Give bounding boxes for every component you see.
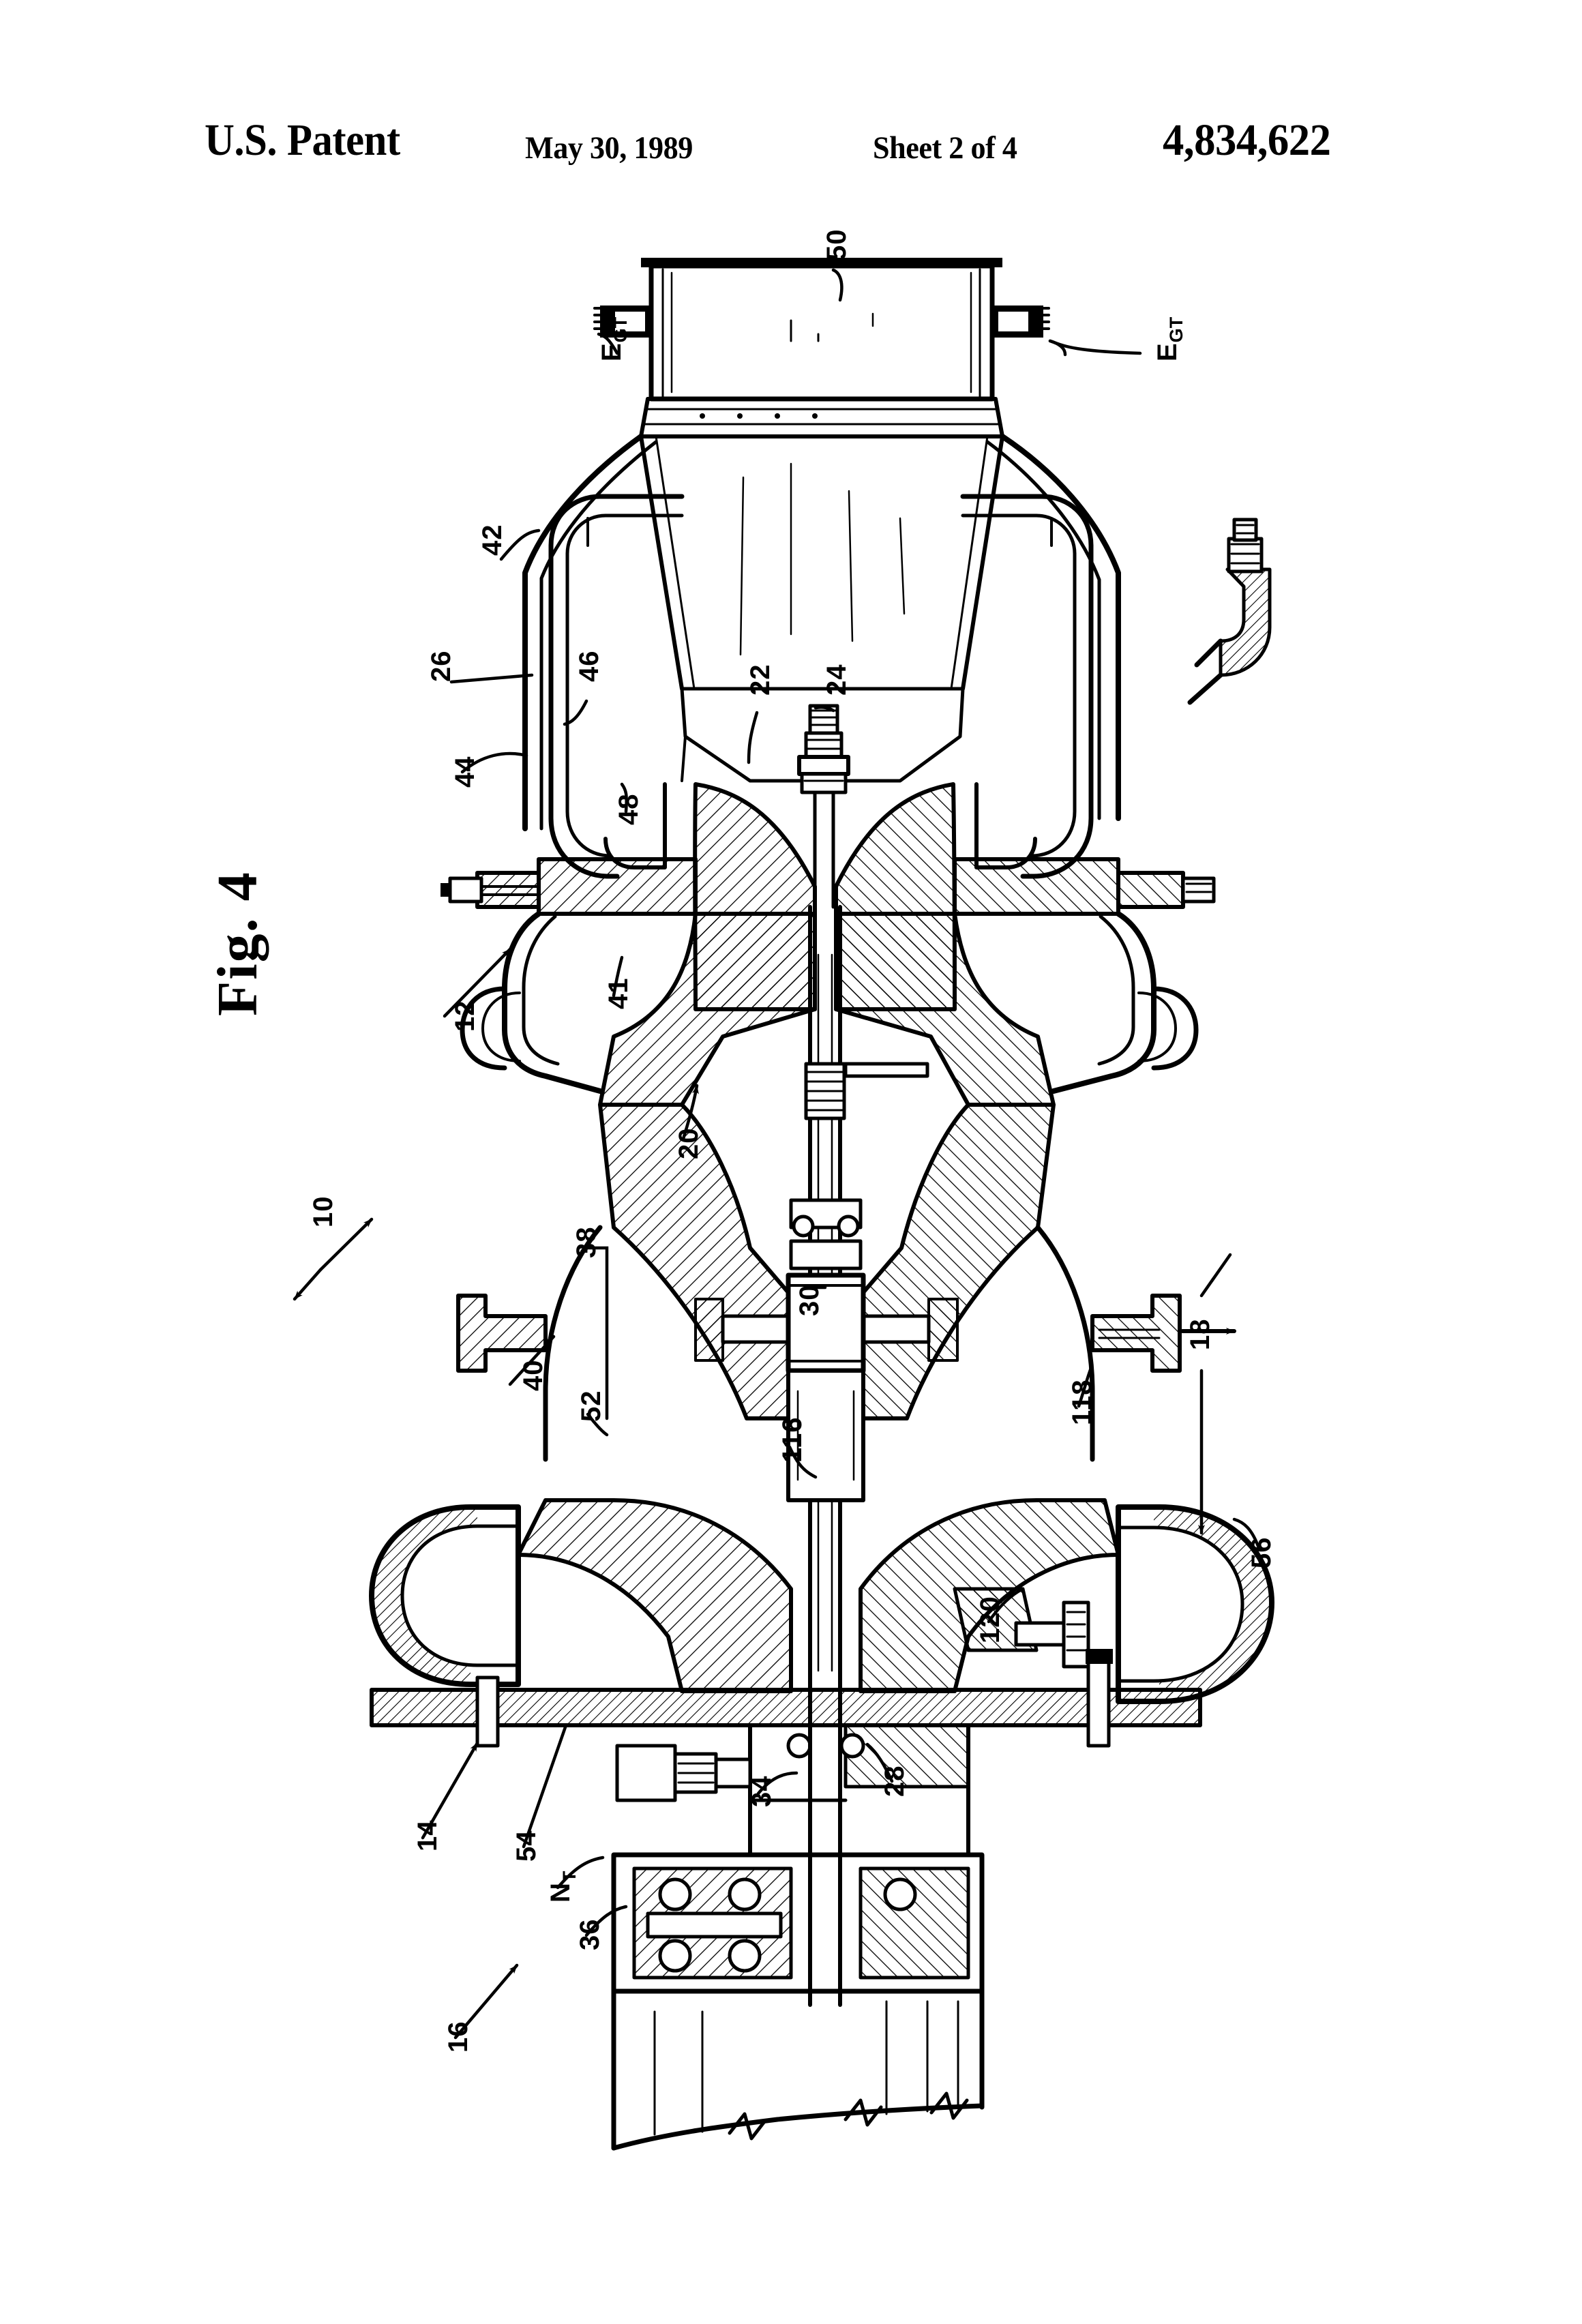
ref-numeral-14: 14 xyxy=(413,1819,443,1852)
label-egt-right: EGT xyxy=(1152,317,1187,361)
ref-numeral-54: 54 xyxy=(511,1830,541,1862)
turbine-centerbody xyxy=(537,782,1120,1107)
ref-numeral-12: 12 xyxy=(450,1000,480,1032)
fuel-fitting xyxy=(1187,518,1272,705)
ref-numeral-18: 18 xyxy=(1185,1318,1215,1351)
egt-right-prefix: E xyxy=(1152,342,1182,361)
nt-prefix: N xyxy=(546,1882,576,1903)
egt-right-subscript: GT xyxy=(1166,316,1186,343)
ref-numeral-22: 22 xyxy=(745,664,775,696)
ref-numeral-10: 10 xyxy=(308,1195,338,1228)
ref-numeral-48: 48 xyxy=(614,793,644,826)
ref-numeral-16: 16 xyxy=(443,2021,473,2053)
sheet-number: Sheet 2 of 4 xyxy=(873,130,1017,166)
patent-office-title: U.S. Patent xyxy=(205,115,400,165)
ref-numeral-46: 46 xyxy=(574,650,604,683)
label-egt-left: EGT xyxy=(597,317,631,361)
ref-numeral-36: 36 xyxy=(575,1918,605,1951)
exhaust-duct-group xyxy=(639,258,1004,783)
nt-subscript: T xyxy=(559,1871,580,1883)
ref-numeral-116: 116 xyxy=(777,1416,807,1463)
label-nt: NT xyxy=(546,1871,580,1903)
case-flange-joint-left xyxy=(441,871,541,909)
ref-numeral-26: 26 xyxy=(426,650,456,683)
figure-label: Fig. 4 xyxy=(206,871,269,1016)
case-flange-joint-right xyxy=(1116,871,1216,909)
ref-numeral-30: 30 xyxy=(794,1284,824,1317)
ref-numeral-28: 28 xyxy=(880,1765,910,1798)
ref-numeral-41: 41 xyxy=(603,977,633,1010)
nt-sensor-boss xyxy=(615,1744,752,1802)
patent-number: 4,834,622 xyxy=(1163,115,1331,165)
ref-numeral-44: 44 xyxy=(450,756,480,788)
ref-numeral-38: 38 xyxy=(571,1226,601,1259)
egt-probe-right xyxy=(992,306,1050,338)
ref-numeral-42: 42 xyxy=(477,524,507,556)
ref-numeral-24: 24 xyxy=(822,664,852,696)
igniter-stem xyxy=(797,704,850,909)
ref-numeral-20: 20 xyxy=(674,1127,704,1160)
turbine-rotor-disc xyxy=(543,1103,1095,1462)
egt-left-subscript: GT xyxy=(610,316,631,343)
ref-numeral-52: 52 xyxy=(576,1390,606,1422)
ref-numeral-34: 34 xyxy=(747,1775,777,1808)
ref-numeral-56: 56 xyxy=(1247,1536,1277,1569)
egt-left-prefix: E xyxy=(597,342,627,361)
ref-numeral-120: 120 xyxy=(975,1596,1005,1643)
ref-numeral-118: 118 xyxy=(1067,1379,1097,1425)
turbine-shroud-passage xyxy=(460,911,1199,1094)
patent-header: U.S. Patent May 30, 1989 Sheet 2 of 4 4,… xyxy=(0,0,1582,205)
patent-date: May 30, 1989 xyxy=(525,130,693,166)
compressor-section xyxy=(369,1498,1274,1748)
leader-lines xyxy=(293,268,1261,2040)
ref-numeral-50: 50 xyxy=(822,228,852,261)
seal-and-gearbox xyxy=(611,1689,985,2151)
ref-numeral-40: 40 xyxy=(518,1359,548,1392)
